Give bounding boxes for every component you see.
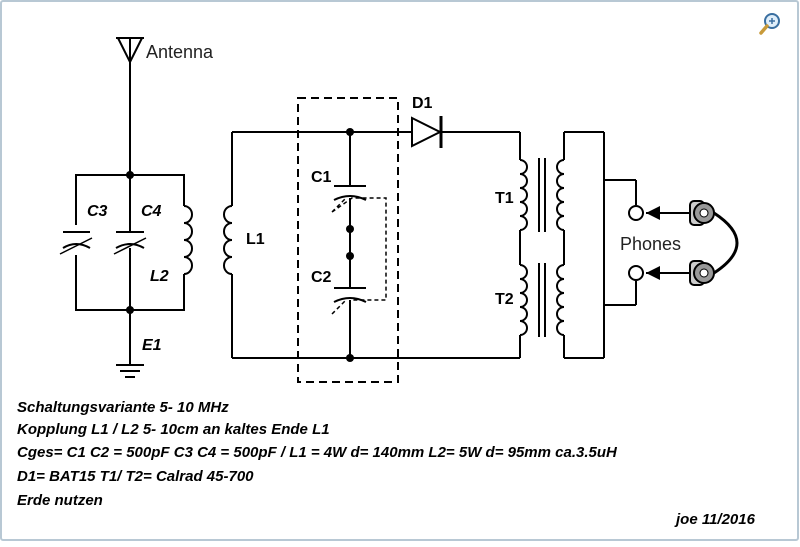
capacitor-c4	[113, 231, 147, 255]
c3-label: C3	[87, 203, 108, 220]
l2-label: L2	[150, 268, 169, 285]
c4-label: C4	[141, 203, 162, 220]
note-line-5: Erde nutzen	[17, 492, 103, 509]
left-tank-circuit	[59, 171, 193, 314]
capacitor-c1-c2	[331, 128, 387, 362]
note-line-3: Cges= C1 C2 = 500pF C3 C4 = 500pF / L1 =…	[17, 444, 618, 461]
phones-jack	[628, 205, 690, 281]
signature: joe 11/2016	[674, 511, 756, 528]
dashed-variable-capacitor-box	[297, 97, 399, 383]
ground-symbol	[116, 310, 144, 378]
note-line-1: Schaltungsvariante 5- 10 MHz	[17, 399, 229, 416]
e1-label: E1	[142, 337, 162, 354]
diode-d1	[411, 116, 520, 148]
transformers-t1-t2	[519, 131, 637, 359]
headphone-plugs	[689, 200, 739, 286]
magnifier-zoom-icon[interactable]	[759, 13, 780, 35]
d1-label: D1	[412, 95, 433, 112]
t2-label: T2	[495, 291, 514, 308]
l1-label: L1	[246, 231, 265, 248]
note-line-2: Kopplung L1 / L2 5- 10cm an kaltes Ende …	[17, 421, 330, 438]
capacitor-c3	[59, 225, 93, 255]
notes-block: Schaltungsvariante 5- 10 MHz Kopplung L1…	[17, 399, 618, 509]
antenna-label: Antenna	[146, 42, 214, 62]
coil-l1-circuit	[223, 131, 520, 359]
t1-label: T1	[495, 190, 514, 207]
c1-label: C1	[311, 169, 332, 186]
c2-label: C2	[311, 269, 332, 286]
coil-l2	[183, 205, 193, 275]
phones-label: Phones	[620, 234, 681, 254]
note-line-4: D1= BAT15 T1/ T2= Calrad 45-700	[17, 468, 254, 485]
